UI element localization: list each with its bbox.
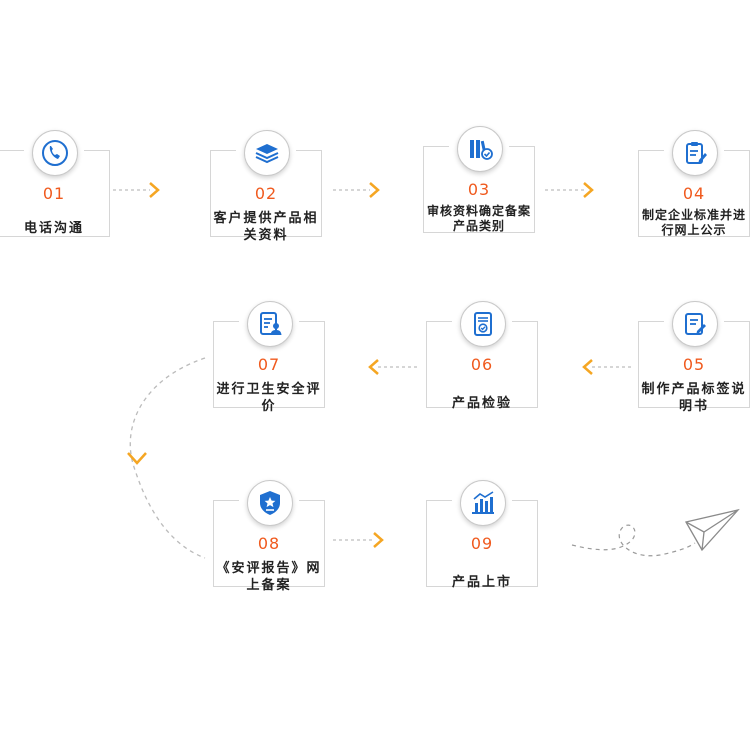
- step-number: 02: [254, 184, 278, 203]
- arrow-02-03: [333, 182, 380, 198]
- arrow-03-04: [545, 182, 594, 198]
- step-label: 产品上市: [451, 575, 512, 590]
- document-edit-icon: [672, 301, 718, 347]
- file-check-icon: [460, 301, 506, 347]
- step-number: 09: [470, 534, 494, 553]
- step-number: 06: [470, 355, 494, 374]
- step-04: 04 制定企业标准并进行网上公示: [638, 130, 750, 238]
- bar-chart-icon: [460, 480, 506, 526]
- step-label: 电话沟通: [23, 221, 84, 236]
- step-label: 审核资料确定备案产品类别: [426, 204, 531, 233]
- step-number: 07: [257, 355, 281, 374]
- step-label: 制作产品标签说明书: [641, 382, 747, 414]
- step-09: 09 产品上市: [426, 480, 538, 590]
- step-08: 08 《安评报告》网上备案: [213, 480, 325, 593]
- step-number: 03: [467, 180, 491, 199]
- arrow-08-09: [333, 532, 384, 548]
- step-07: 07 进行卫生安全评价: [213, 301, 325, 414]
- step-number: 08: [257, 534, 281, 553]
- books-check-icon: [457, 126, 503, 172]
- step-number: 04: [682, 184, 706, 203]
- arrow-01-02: [113, 182, 160, 198]
- step-number: 05: [682, 355, 706, 374]
- paper-plane-icon: [571, 508, 740, 557]
- step-label: 产品检验: [451, 396, 512, 411]
- clipboard-edit-icon: [672, 130, 718, 176]
- step-label: 进行卫生安全评价: [216, 382, 322, 414]
- step-05: 05 制作产品标签说明书: [638, 301, 750, 414]
- arrow-07-08: [127, 357, 206, 559]
- arrow-05-06: [582, 359, 632, 375]
- step-03: 03 审核资料确定备案产品类别: [423, 126, 535, 234]
- document-user-icon: [247, 301, 293, 347]
- phone-icon: [32, 130, 78, 176]
- arrow-06-07: [368, 359, 418, 375]
- layers-icon: [244, 130, 290, 176]
- step-label: 制定企业标准并进行网上公示: [641, 208, 746, 237]
- step-card: [213, 500, 325, 587]
- step-02: 02 客户提供产品相关资料: [210, 130, 322, 243]
- step-number: 01: [42, 184, 66, 203]
- step-label: 《安评报告》网上备案: [216, 561, 322, 593]
- step-01: 01 电话沟通: [0, 130, 110, 238]
- shield-star-icon: [247, 480, 293, 526]
- step-label: 客户提供产品相关资料: [213, 211, 319, 243]
- step-06: 06 产品检验: [426, 301, 538, 411]
